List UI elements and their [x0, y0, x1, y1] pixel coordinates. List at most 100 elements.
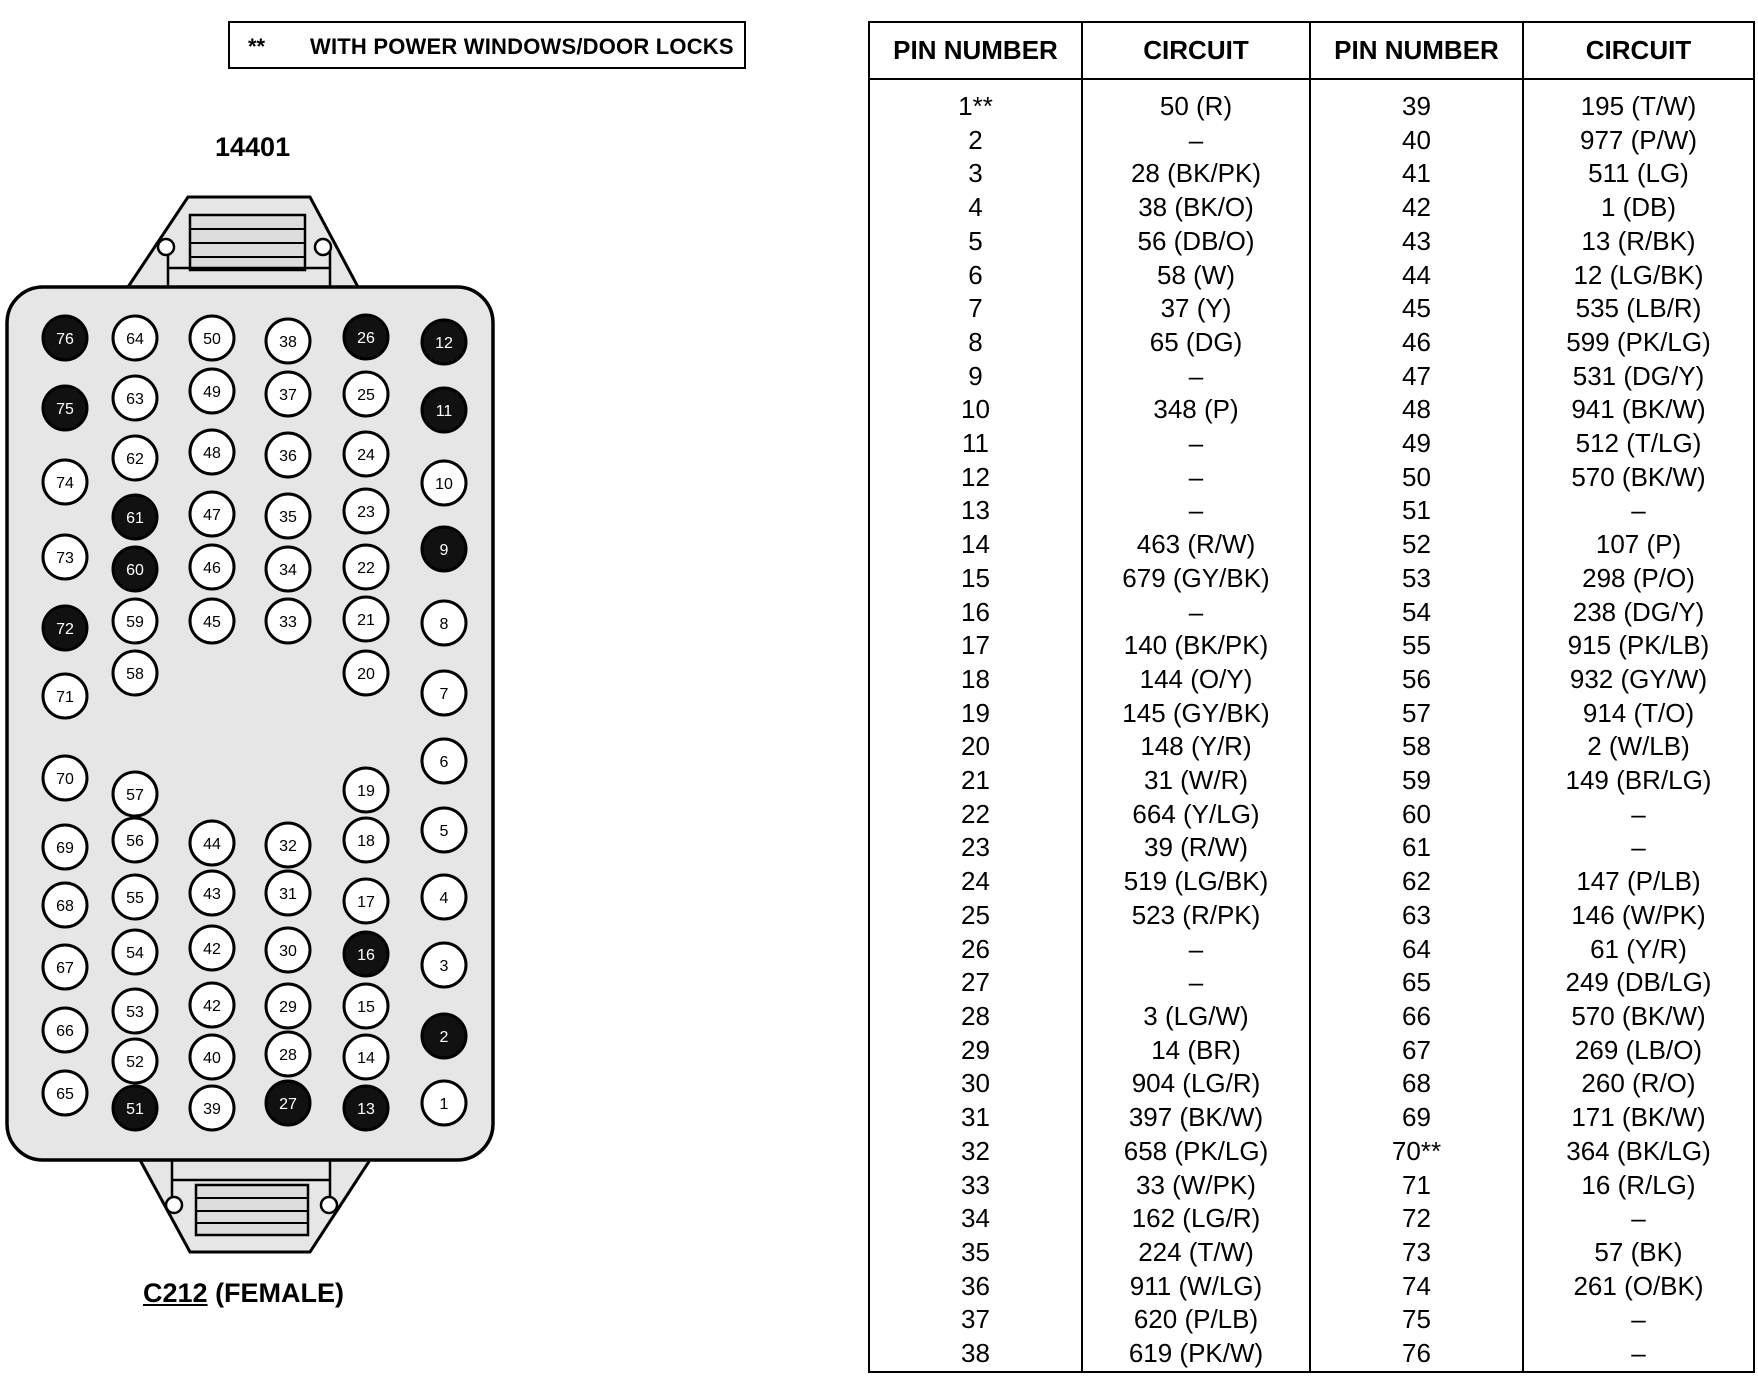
- open-pin-circle: [188, 1033, 236, 1081]
- connector-pin: 32: [264, 821, 312, 869]
- open-pin-circle: [41, 881, 89, 929]
- open-pin-circle: [188, 367, 236, 415]
- pin-label: 25: [357, 387, 375, 404]
- connector-pin: 71: [41, 672, 89, 720]
- pin-label: 73: [56, 550, 74, 567]
- circuit-cell: 3 (LG/W): [1081, 999, 1311, 1034]
- circuit-cell: –: [1081, 427, 1311, 461]
- pin-number-cell: 20: [868, 730, 1083, 765]
- open-pin-circle: [111, 987, 159, 1035]
- pin-circuit-table: PIN NUMBER CIRCUIT PIN NUMBER CIRCUIT 1*…: [868, 21, 1755, 1373]
- open-pin-circle: [264, 545, 312, 593]
- pin-number-cell: 15: [868, 561, 1083, 596]
- connector-pin: 9: [420, 525, 468, 573]
- pin-label: 23: [357, 504, 375, 521]
- connector-pin: 20: [342, 649, 390, 697]
- pin-number-cell: 75: [1309, 1303, 1524, 1338]
- pin-number-cell: 68: [1309, 1067, 1524, 1102]
- open-pin-circle: [342, 543, 390, 591]
- pin-number-cell: 55: [1309, 629, 1524, 663]
- circuit-cell: –: [1522, 797, 1755, 832]
- connector-latch-top: [125, 195, 361, 289]
- circuit-cell: 619 (PK/W): [1081, 1337, 1311, 1373]
- connector-pin: 31: [264, 869, 312, 917]
- connector-pin: 54: [111, 928, 159, 976]
- pin-number-cell: 6: [868, 258, 1083, 293]
- circuit-cell: 269 (LB/O): [1522, 1033, 1755, 1068]
- connector-pin: 21: [342, 595, 390, 643]
- pin-number-cell: 51: [1309, 494, 1524, 529]
- open-pin-circle: [420, 459, 468, 507]
- open-pin-circle: [264, 982, 312, 1030]
- connector-pin: 30: [264, 926, 312, 974]
- pin-number-cell: 32: [868, 1134, 1083, 1169]
- circuit-cell: 16 (R/LG): [1522, 1168, 1755, 1203]
- circuit-cell: 28 (BK/PK): [1081, 157, 1311, 192]
- open-pin-circle: [41, 672, 89, 720]
- circuit-cell: 148 (Y/R): [1081, 730, 1311, 765]
- pin-number-cell: 35: [868, 1235, 1083, 1270]
- open-pin-circle: [420, 873, 468, 921]
- pin-number-cell: 42: [1309, 191, 1524, 225]
- pin-label: 8: [440, 616, 449, 633]
- circuit-cell: 145 (GY/BK): [1081, 696, 1311, 731]
- open-pin-circle: [188, 490, 236, 538]
- open-pin-circle: [188, 924, 236, 972]
- pin-label: 59: [126, 614, 144, 631]
- pin-label: 32: [279, 838, 297, 855]
- connector-pin: 62: [111, 434, 159, 482]
- circuit-cell: 261 (O/BK): [1522, 1269, 1755, 1304]
- table-header-row: PIN NUMBER CIRCUIT PIN NUMBER CIRCUIT: [868, 21, 1755, 80]
- circuit-cell: 599 (PK/LG): [1522, 325, 1755, 360]
- filled-pin-circle: [420, 525, 468, 573]
- pin-number-cell: 69: [1309, 1101, 1524, 1135]
- connector-pin: 17: [342, 877, 390, 925]
- pin-label: 37: [279, 387, 297, 404]
- pin-number-cell: 45: [1309, 292, 1524, 326]
- open-pin-circle: [41, 754, 89, 802]
- connector-pin: 6: [420, 737, 468, 785]
- pin-label: 39: [203, 1101, 221, 1118]
- circuit-cell: 147 (P/LB): [1522, 865, 1755, 899]
- pin-label: 4: [440, 890, 449, 907]
- pin-number-cell: 39: [1309, 79, 1524, 124]
- pin-label: 16: [357, 947, 375, 964]
- pin-label: 28: [279, 1047, 297, 1064]
- connector-pin: 1: [420, 1079, 468, 1127]
- open-pin-circle: [342, 595, 390, 643]
- pin-number-cell: 1**: [868, 79, 1083, 124]
- pin-label: 63: [126, 391, 144, 408]
- connector-pin: 36: [264, 431, 312, 479]
- connector-pin: 15: [342, 982, 390, 1030]
- header-pin-number-left: PIN NUMBER: [868, 21, 1083, 80]
- pin-number-cell: 8: [868, 325, 1083, 360]
- pin-number-cell: 12: [868, 460, 1083, 495]
- circuit-cell: 364 (BK/LG): [1522, 1134, 1755, 1169]
- circuit-cell: 238 (DG/Y): [1522, 595, 1755, 630]
- open-pin-circle: [41, 1006, 89, 1054]
- connector-pin: 65: [41, 1069, 89, 1117]
- connector-pin: 5: [420, 806, 468, 854]
- circuit-cell: 162 (LG/R): [1081, 1202, 1311, 1236]
- pin-label: 55: [126, 890, 144, 907]
- pin-number-cell: 19: [868, 696, 1083, 731]
- header-circuit-left: CIRCUIT: [1081, 21, 1311, 80]
- pin-number-cell: 41: [1309, 157, 1524, 192]
- circuit-cell: 260 (R/O): [1522, 1067, 1755, 1102]
- open-pin-circle: [41, 533, 89, 581]
- pin-number-cell: 29: [868, 1033, 1083, 1068]
- pin-label: 71: [56, 689, 74, 706]
- pin-label: 64: [126, 331, 144, 348]
- open-pin-circle: [41, 1069, 89, 1117]
- pin-number-cell: 30: [868, 1067, 1083, 1102]
- pin-label: 34: [279, 562, 297, 579]
